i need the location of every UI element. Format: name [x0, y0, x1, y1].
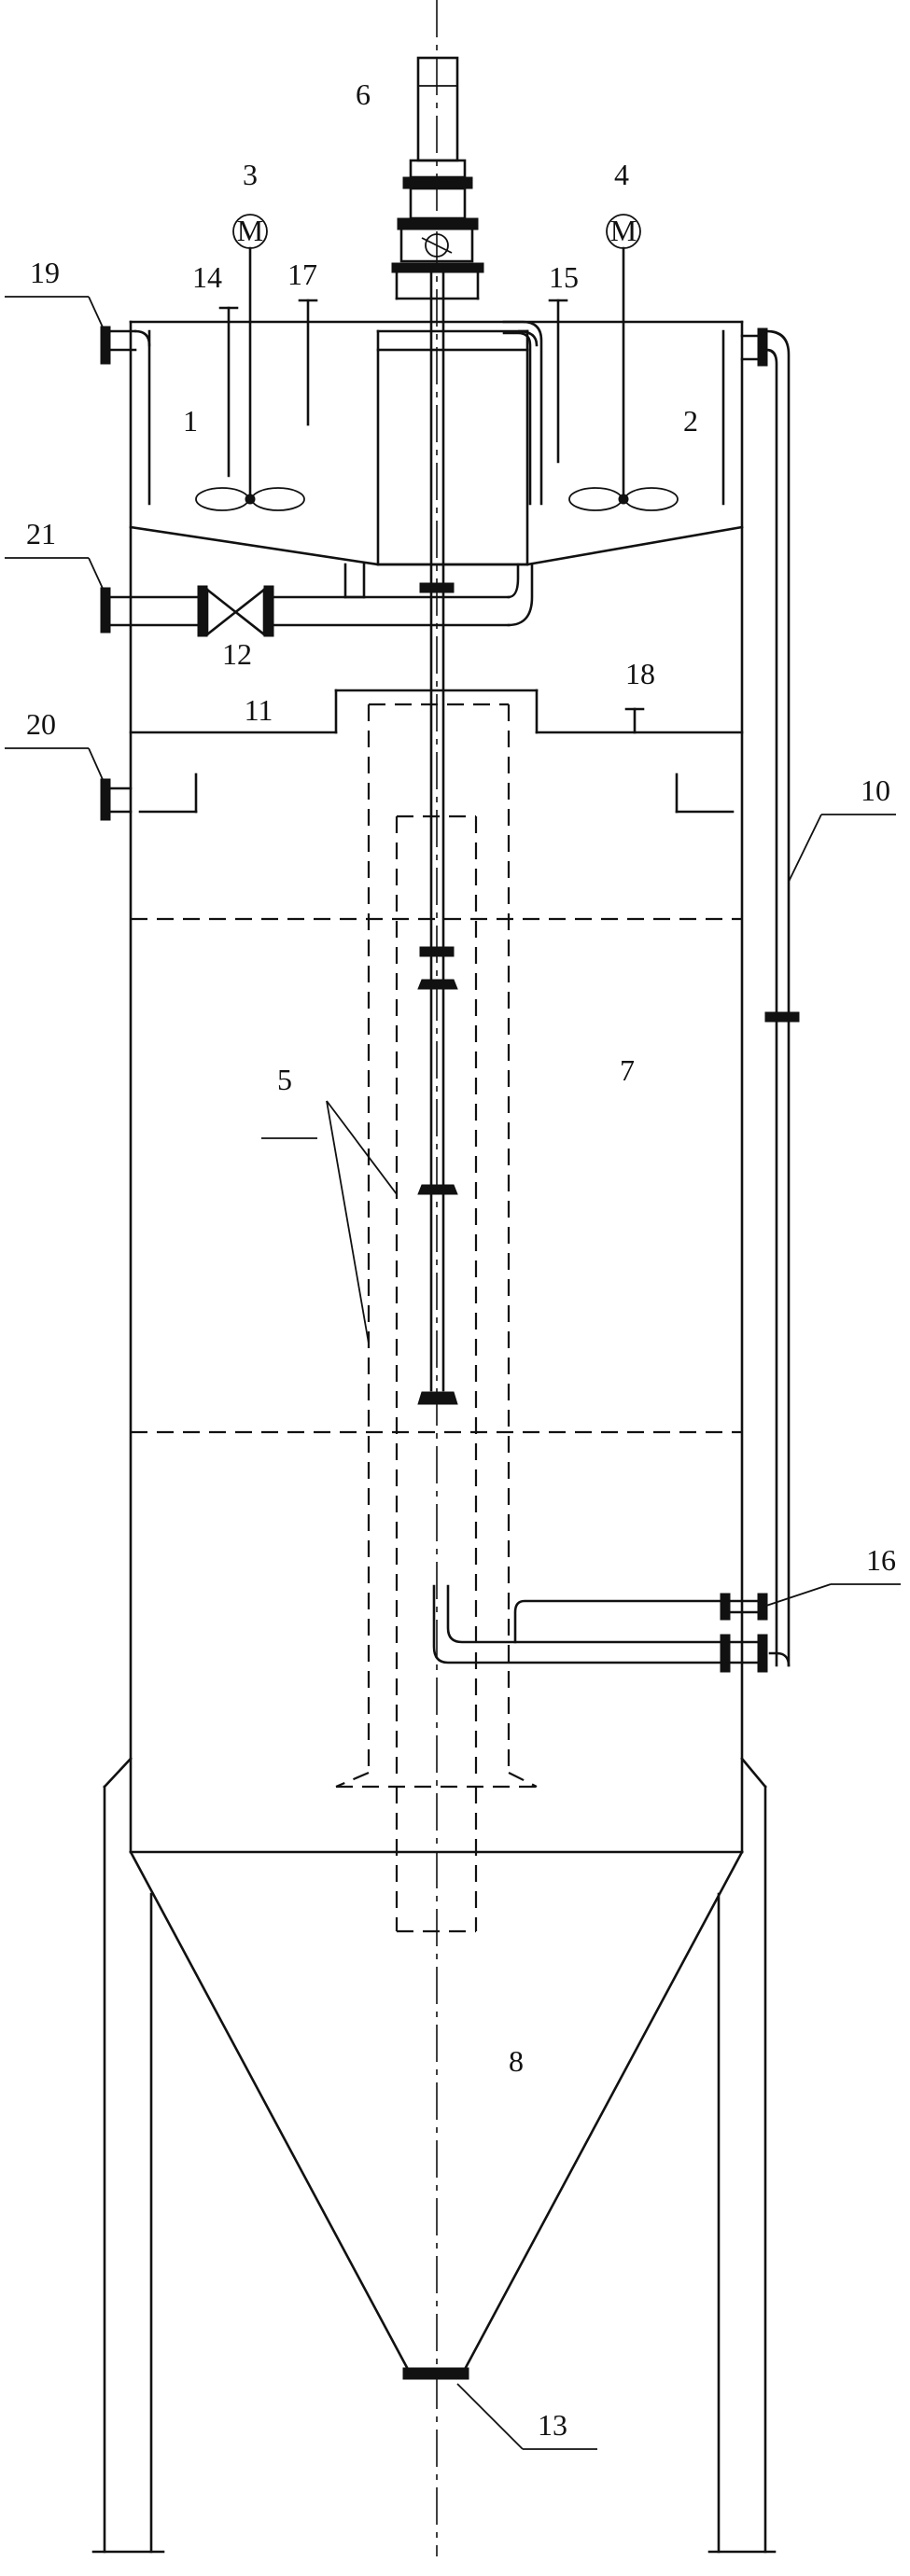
- support-legs: [91, 1757, 777, 2554]
- recirculation-pipe: [432, 327, 800, 1673]
- label-14: 14: [192, 260, 222, 294]
- stirring-shaft: [417, 264, 458, 1405]
- label-3: 3: [243, 158, 258, 191]
- label-12: 12: [222, 637, 252, 671]
- stirrer-3: M: [195, 214, 305, 511]
- partition-plate: [129, 689, 744, 734]
- outlet-pipe-21: [100, 563, 534, 637]
- label-20: 20: [26, 707, 56, 741]
- number-labels: 1 2 3 4 5 6 7 8 10 11 12 13 14 15 16 17 …: [26, 77, 896, 2442]
- conical-hopper: [129, 1850, 744, 2380]
- label-17: 17: [287, 258, 317, 291]
- tank-shell: [129, 320, 744, 1854]
- label-1: 1: [183, 404, 198, 438]
- paddle-3: [417, 1391, 458, 1405]
- collection-troughs: [138, 773, 735, 814]
- motor-3-letter: M: [237, 214, 263, 247]
- paddle-1: [417, 979, 458, 990]
- label-6: 6: [356, 77, 371, 111]
- reaction-chamber: [129, 320, 744, 599]
- leader-lines: [5, 296, 901, 2450]
- bottom-drain-flange: [402, 2367, 469, 2380]
- label-15: 15: [549, 260, 579, 294]
- pipe-20: [100, 778, 133, 821]
- label-19: 19: [30, 256, 60, 289]
- label-5: 5: [277, 1063, 292, 1096]
- label-8: 8: [509, 2044, 524, 2078]
- probes: [218, 299, 645, 734]
- label-21: 21: [26, 517, 56, 550]
- central-guide-cylinder: [335, 703, 538, 1933]
- settling-zone-boundaries: [131, 917, 742, 1434]
- inlet-pipe-19: [100, 326, 151, 365]
- label-7: 7: [620, 1053, 635, 1087]
- drive-motor: [391, 56, 484, 300]
- label-16: 16: [866, 1543, 896, 1577]
- label-10: 10: [861, 773, 890, 807]
- label-13: 13: [538, 2408, 567, 2442]
- label-11: 11: [245, 693, 273, 727]
- stirrer-4: M: [568, 214, 679, 511]
- label-2: 2: [683, 404, 698, 438]
- motor-4-letter: M: [610, 214, 637, 247]
- paddle-2: [417, 1184, 458, 1195]
- label-18: 18: [625, 657, 655, 690]
- label-4: 4: [614, 158, 629, 191]
